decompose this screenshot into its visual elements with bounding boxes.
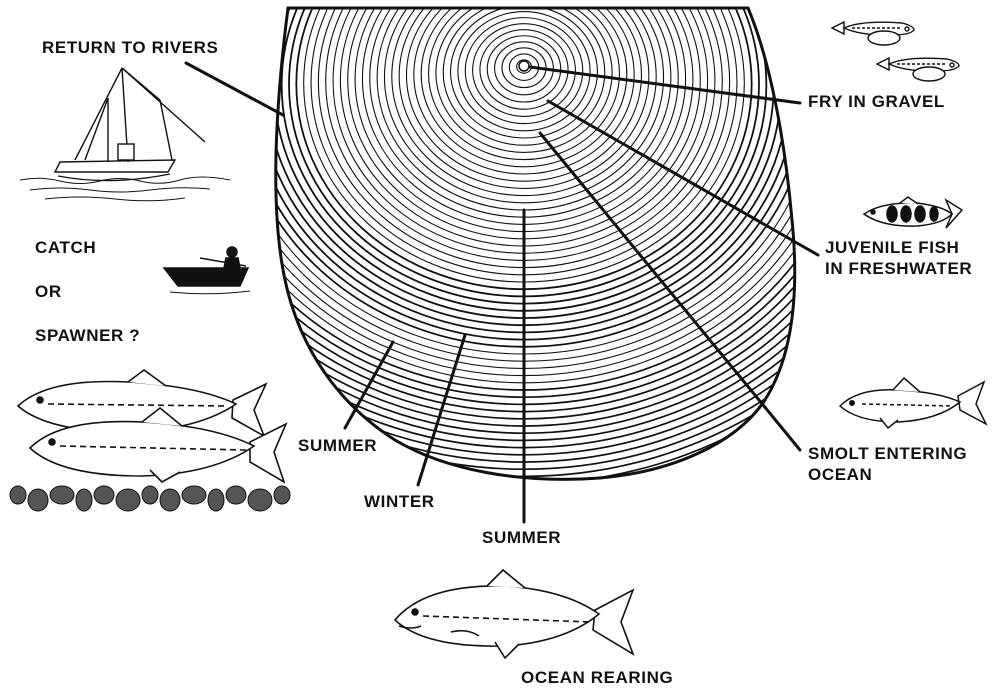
gravel-stone [248,489,272,511]
gravel-stone [10,486,26,504]
label-return-to-rivers: RETURN TO RIVERS [42,38,218,58]
gravel-stone [50,486,74,504]
juvenile-fish-icon [864,197,962,228]
spawning-salmon-icon [18,370,286,482]
label-juvenile-line2: IN FRESHWATER [825,259,972,279]
gravel-stone [274,486,290,504]
fisherman-rowboat-icon [164,247,250,294]
label-catch: CATCH [35,238,96,258]
gravel-stone [142,486,158,504]
gravel-stone [116,489,140,511]
gravel-stone [226,486,246,504]
label-or: OR [35,282,62,302]
pointer-return-to-rivers [186,63,283,115]
label-fry-in-gravel: FRY IN GRAVEL [808,92,945,112]
ocean-salmon-icon [395,570,633,658]
fry-fish-icon [832,22,959,81]
gravel-icon [10,486,290,511]
gravel-stone [76,489,92,511]
gravel-stone [208,489,224,511]
label-ocean-rearing: OCEAN REARING [521,668,673,688]
label-smolt-line1: SMOLT ENTERING [808,444,967,464]
label-smolt-line2: OCEAN [808,465,872,485]
label-winter: WINTER [364,492,435,512]
gravel-stone [94,486,114,504]
gravel-stone [28,489,48,511]
smolt-fish-icon [840,378,986,428]
gravel-stone [182,486,206,504]
gravel-stone [160,489,180,511]
label-summer-bottom: SUMMER [482,528,561,548]
fishing-boat-icon [20,68,230,201]
label-juvenile-line1: JUVENILE FISH [825,238,959,258]
label-spawner: SPAWNER ? [35,326,140,346]
label-summer-left: SUMMER [298,436,377,456]
